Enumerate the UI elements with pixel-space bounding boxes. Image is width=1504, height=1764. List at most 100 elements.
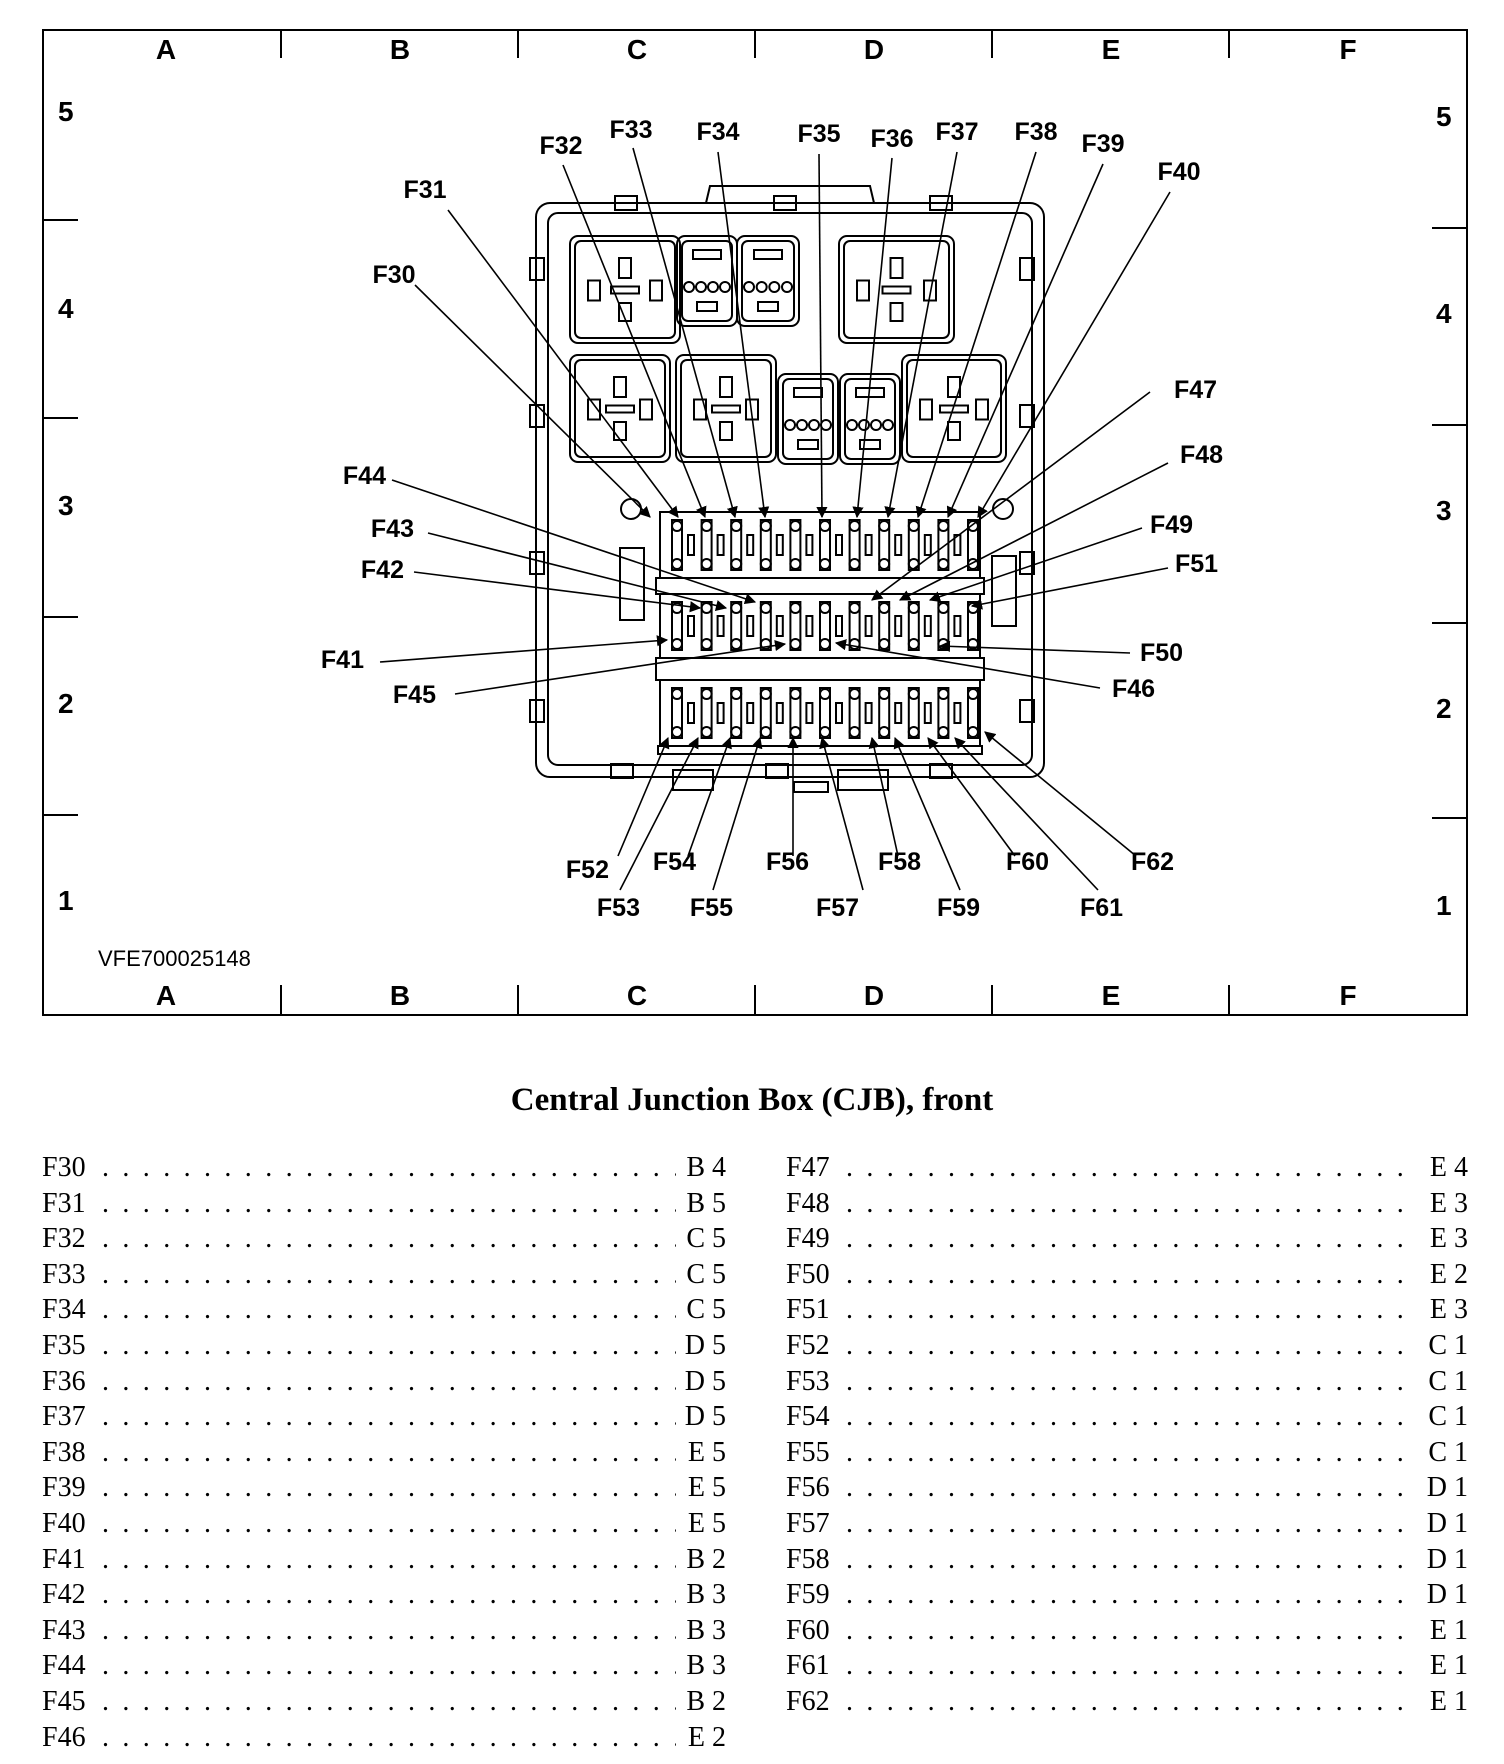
fuse-label-f34: F34 bbox=[696, 118, 739, 146]
fuse-slot bbox=[700, 519, 713, 571]
leader-dots: . . . . . . . . . . . . . . . . . . . . … bbox=[846, 1365, 1418, 1397]
leader-f58 bbox=[868, 736, 899, 857]
mount-hole bbox=[620, 498, 642, 520]
leader-dots: . . . . . . . . . . . . . . . . . . . . … bbox=[102, 1187, 676, 1219]
diagram-caption: Central Junction Box (CJB), front bbox=[510, 1082, 994, 1118]
fuse-label-f51: F51 bbox=[1175, 550, 1218, 578]
legend-fuse: F61 bbox=[786, 1648, 836, 1684]
leader-f45 bbox=[454, 639, 787, 695]
legend-location: B 5 bbox=[682, 1185, 726, 1222]
leader-f50 bbox=[938, 640, 1131, 654]
legend-fuse: F45 bbox=[42, 1683, 92, 1720]
legend-location: D 5 bbox=[680, 1399, 726, 1435]
fuse-label-f62: F62 bbox=[1131, 848, 1174, 876]
fuse-slot bbox=[819, 601, 831, 651]
leader-f53 bbox=[619, 737, 699, 891]
legend-location: D 5 bbox=[680, 1363, 726, 1400]
fuse-slot bbox=[730, 687, 743, 739]
fuse-slot bbox=[671, 601, 683, 651]
leader-dots: . . . . . . . . . . . . . . . . . . . . … bbox=[102, 1258, 676, 1290]
legend-location: D 5 bbox=[680, 1327, 726, 1364]
fuse-slot bbox=[789, 519, 802, 571]
legend-location: B 3 bbox=[682, 1648, 726, 1684]
leader-f57 bbox=[819, 736, 864, 891]
relay bbox=[676, 235, 738, 327]
connector-tab bbox=[672, 769, 714, 791]
col-label-top: C bbox=[627, 34, 647, 65]
leader-dots: . . . . . . . . . . . . . . . . . . . . … bbox=[846, 1152, 1418, 1183]
leader-dots: . . . . . . . . . . . . . . . . . . . . … bbox=[846, 1294, 1418, 1326]
legend-fuse: F58 bbox=[786, 1541, 836, 1578]
leader-f33 bbox=[632, 147, 738, 519]
connector-tab bbox=[837, 769, 889, 791]
legend-fuse: F60 bbox=[786, 1612, 836, 1649]
fuse-label-f56: F56 bbox=[766, 848, 809, 876]
fuse-row-base bbox=[657, 745, 983, 755]
box-side-clip bbox=[1019, 404, 1035, 428]
legend-row: . . . . . . . . . . . . . . . . . . . . … bbox=[42, 1185, 726, 1222]
leader-dots: . . . . . . . . . . . . . . . . . . . . … bbox=[846, 1329, 1418, 1361]
legend-location: E 4 bbox=[1425, 1150, 1468, 1186]
fuse-slot bbox=[848, 687, 861, 739]
legend-location: E 2 bbox=[683, 1719, 726, 1756]
leader-f40 bbox=[977, 191, 1171, 518]
col-label-top: E bbox=[1102, 34, 1121, 65]
legend-fuse: F46 bbox=[42, 1719, 92, 1756]
fuse-label-f42: F42 bbox=[361, 556, 404, 584]
leader-f39 bbox=[946, 163, 1104, 519]
leader-dots: . . . . . . . . . . . . . . . . . . . . … bbox=[102, 1472, 676, 1504]
row-label-left: 3 bbox=[58, 490, 74, 521]
box-side-clip bbox=[1019, 699, 1035, 723]
legend-right-column: . . . . . . . . . . . . . . . . . . . . … bbox=[786, 1150, 1468, 1720]
legend-fuse: F50 bbox=[786, 1256, 836, 1293]
legend-fuse: F43 bbox=[42, 1612, 92, 1649]
leader-dots: . . . . . . . . . . . . . . . . . . . . … bbox=[102, 1543, 676, 1575]
col-label-bottom: A bbox=[156, 980, 176, 1011]
legend-fuse: F59 bbox=[786, 1577, 836, 1613]
leader-dots: . . . . . . . . . . . . . . . . . . . . … bbox=[102, 1721, 676, 1753]
legend-location: E 1 bbox=[1425, 1683, 1468, 1720]
col-label-bottom: D bbox=[864, 980, 884, 1011]
legend-row: . . . . . . . . . . . . . . . . . . . . … bbox=[42, 1327, 726, 1364]
legend-fuse: F52 bbox=[786, 1327, 836, 1364]
fuse-label-f31: F31 bbox=[403, 176, 446, 204]
legend-fuse: F54 bbox=[786, 1399, 836, 1435]
fuse-label-f37: F37 bbox=[935, 118, 978, 146]
leader-dots: . . . . . . . . . . . . . . . . . . . . … bbox=[102, 1579, 676, 1611]
col-label-top: F bbox=[1339, 34, 1356, 65]
fuse-slot bbox=[878, 601, 891, 651]
row-label-left: 4 bbox=[58, 293, 74, 324]
fuse-label-f39: F39 bbox=[1081, 130, 1124, 158]
legend-fuse: F48 bbox=[786, 1185, 836, 1222]
leader-f38 bbox=[915, 151, 1037, 519]
fuse-label-f45: F45 bbox=[393, 681, 436, 709]
legend-row: . . . . . . . . . . . . . . . . . . . . … bbox=[42, 1541, 726, 1578]
fuse-slot bbox=[937, 519, 950, 571]
legend-fuse: F40 bbox=[42, 1505, 92, 1542]
leader-dots: . . . . . . . . . . . . . . . . . . . . … bbox=[846, 1187, 1418, 1219]
leader-f30 bbox=[414, 284, 651, 518]
leader-f49 bbox=[928, 527, 1143, 603]
box-side-clip bbox=[1019, 257, 1035, 281]
col-label-top: A bbox=[156, 34, 176, 65]
leader-dots: . . . . . . . . . . . . . . . . . . . . … bbox=[846, 1543, 1418, 1575]
legend-row: . . . . . . . . . . . . . . . . . . . . … bbox=[42, 1221, 726, 1257]
legend-row: . . . . . . . . . . . . . . . . . . . . … bbox=[42, 1363, 726, 1400]
col-label-bottom: C bbox=[627, 980, 647, 1011]
leader-lines bbox=[379, 147, 1171, 891]
fuse-row-divider bbox=[655, 657, 985, 681]
leader-f31 bbox=[447, 209, 679, 518]
row-label-right: 3 bbox=[1436, 495, 1452, 526]
fuse-slot bbox=[730, 519, 743, 571]
row-label-right: 5 bbox=[1436, 101, 1452, 132]
fuse-label-f60: F60 bbox=[1006, 848, 1049, 876]
legend-row: . . . . . . . . . . . . . . . . . . . . … bbox=[42, 1292, 726, 1328]
leader-f46 bbox=[834, 639, 1101, 689]
legend-location: D 1 bbox=[1422, 1505, 1468, 1542]
leader-dots: . . . . . . . . . . . . . . . . . . . . … bbox=[102, 1152, 676, 1183]
leader-dots: . . . . . . . . . . . . . . . . . . . . … bbox=[846, 1258, 1418, 1290]
fuse-label-f58: F58 bbox=[878, 848, 921, 876]
legend-row: . . . . . . . . . . . . . . . . . . . . … bbox=[786, 1292, 1468, 1328]
legend-fuse: F35 bbox=[42, 1327, 92, 1364]
